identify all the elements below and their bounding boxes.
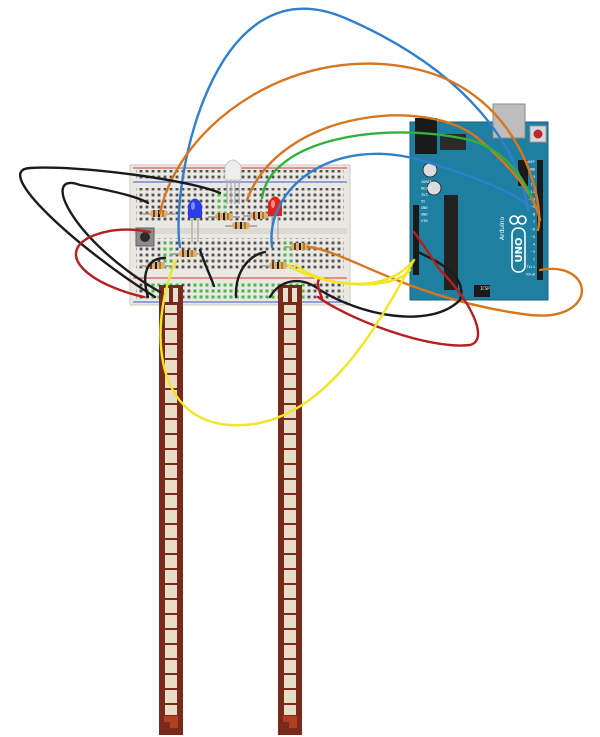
- power-jack-icon: [415, 118, 437, 154]
- wire-black-1: [19, 166, 222, 299]
- digital-pin-label-14: TX▸1: [526, 265, 535, 269]
- digital-pin-label-10: ~5: [531, 235, 535, 239]
- resistor-6: [172, 250, 204, 257]
- brand-text: Arduino: [499, 216, 506, 240]
- power-pin-label-4: GND: [421, 206, 428, 210]
- wire-red-1: [74, 228, 152, 299]
- resistors: [140, 210, 316, 269]
- power-pin-label-2: 3V3: [421, 193, 428, 197]
- digital-pin-label-6: ~9: [531, 205, 535, 209]
- wire-yellow-1: [159, 258, 416, 427]
- icsp-label: ICSP: [480, 286, 490, 291]
- wire-orange-1: [158, 62, 541, 232]
- wire-blue-2: [270, 152, 530, 249]
- rgb-led: [224, 159, 242, 204]
- power-pin-label-0: IOREF: [421, 180, 432, 184]
- digital-pin-label-12: ~3: [531, 250, 535, 254]
- wire-yellow-3: [294, 263, 412, 286]
- wire-green-1: [260, 131, 532, 200]
- wire-blue-1: [177, 7, 530, 249]
- power-header-labels: IOREF RESET 3V3 5V GND GND VIN: [421, 180, 433, 223]
- resistor-3: [225, 222, 257, 229]
- resistor-8: [284, 243, 316, 250]
- wire-black-5: [234, 250, 267, 299]
- digital-pin-label-4: ~11: [529, 190, 536, 194]
- wire-orange-3: [306, 245, 584, 317]
- power-pin-label-6: VIN: [421, 219, 428, 223]
- flex-sensor-right: [278, 285, 302, 735]
- digital-pin-label-9: ~6: [531, 228, 535, 232]
- resistor-2: [208, 213, 240, 220]
- digital-pin-label-0: AREF: [526, 160, 535, 164]
- digital-pin-label-13: 2: [533, 258, 535, 262]
- wire-black-4: [198, 248, 216, 288]
- wires: [19, 7, 584, 427]
- power-pin-label-5: GND: [421, 213, 428, 217]
- digital-pin-label-7: 8: [533, 213, 535, 217]
- digital-pin-label-11: 4: [533, 243, 535, 247]
- wire-black-6: [268, 248, 463, 318]
- digital-pin-label-1: GND: [529, 168, 536, 172]
- digital-pin-label-15: RX◂0: [526, 273, 535, 277]
- power-pin-label-1: RESET: [421, 187, 433, 191]
- uno-logo-text: UNO: [514, 238, 525, 263]
- microcontroller-chip-icon: [444, 195, 458, 290]
- digital-pin-label-8: 7: [533, 220, 535, 224]
- power-pin-label-3: 5V: [421, 200, 426, 204]
- blue-led: [188, 198, 202, 242]
- wire-black-3: [143, 256, 167, 299]
- wire-black-2: [61, 181, 162, 294]
